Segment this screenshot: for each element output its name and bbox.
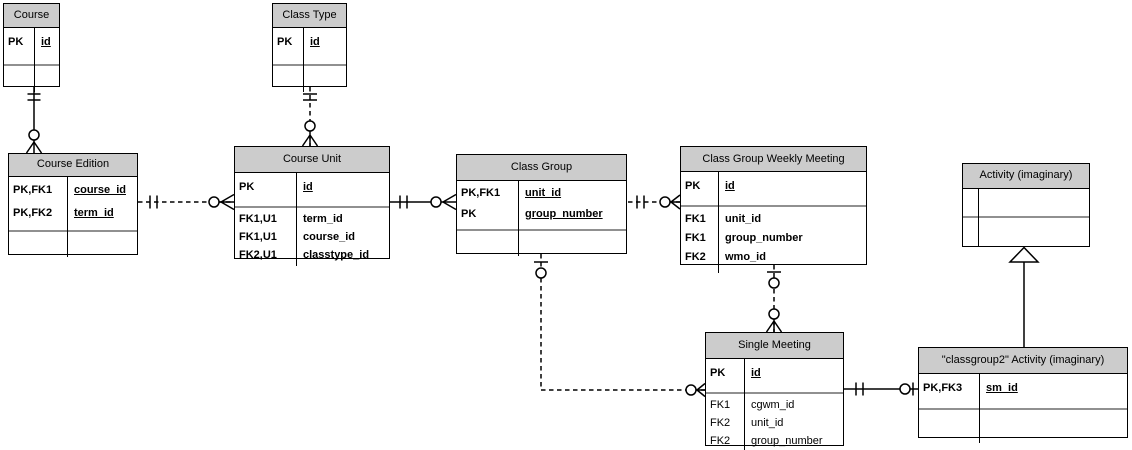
attr-section [4,66,59,92]
pk-section: PK,FK3 sm_id [919,374,1127,408]
field-row: FK1 cgwm_id [710,399,795,411]
section-separator [681,205,866,207]
entity-classgroup2-activity-imaginary: "classgroup2" Activity (imaginary) PK,FK… [918,347,1128,443]
relationship-course-unit-to-class-group [390,193,457,211]
section-separator [457,229,626,231]
pk-section: PK id [4,28,59,64]
field-row: FK2 group_number [710,435,823,447]
pk-section: PK id [681,172,866,205]
entity-class-group-title: Class Group [457,155,626,181]
section-separator [706,392,843,394]
section-separator [9,230,137,232]
field-row: PK,FK1 course_id [13,184,126,196]
pk-section: PK id [235,173,389,206]
entity-class-type: Class Type PK id [272,3,347,92]
attr-section [919,410,1127,443]
entity-course-edition-title: Course Edition [9,154,137,177]
section-separator [4,64,59,66]
field-row: FK1 unit_id [685,213,762,225]
field-row: FK2 unit_id [710,417,784,429]
entity-single-meeting-title: Single Meeting [706,333,843,359]
attr-section: FK1 cgwm_id FK2 unit_id FK2 group_number [706,394,843,450]
section-separator [963,216,1089,218]
relationship-class-type-to-course-unit [301,87,319,147]
attr-section [963,218,1089,247]
entity-class-group-weekly-meeting: Class Group Weekly Meeting PK id FK1 uni… [680,146,867,273]
entity-course-title: Course [4,4,59,28]
relationship-course-to-course-edition [25,87,43,154]
section-separator [919,408,1127,410]
field-row: FK1,U1 term_id [239,213,343,225]
field-row: PK group_number [461,208,603,220]
pk-section: PK id [706,359,843,392]
entity-course: Course PK id [3,3,60,92]
entity-class-group: Class Group PK,FK1 unit_id PK group_numb… [456,154,627,256]
field-row: PK,FK2 term_id [13,207,114,219]
entity-single-meeting: Single Meeting PK id FK1 cgwm_id FK2 uni… [705,332,844,450]
field-row: PK id [277,36,320,48]
field-row: FK2 wmo_id [685,251,766,263]
field-row: PK,FK1 unit_id [461,187,562,199]
relationship-class-group-to-single-meeting [534,254,706,398]
entity-activity-imaginary-title: Activity (imaginary) [963,164,1089,189]
pk-section: PK id [273,28,346,64]
pk-section: PK,FK1 course_id PK,FK2 term_id [9,177,137,230]
inheritance-classgroup2-to-activity [1008,246,1040,348]
pk-section [963,189,1089,216]
field-row: PK id [8,36,51,48]
relationship-class-group-to-weekly-meeting [628,194,681,210]
attr-section [273,66,346,92]
entity-course-unit: Course Unit PK id FK1,U1 term_id FK1,U1 … [234,146,390,266]
field-row: PK id [685,180,735,192]
section-separator [273,64,346,66]
relationship-course-edition-to-course-unit [138,193,235,211]
relationship-single-meeting-to-classgroup2 [844,382,918,396]
attr-section: FK1 unit_id FK1 group_number FK2 wmo_id [681,207,866,273]
entity-course-edition: Course Edition PK,FK1 course_id PK,FK2 t… [8,153,138,257]
attr-section [9,232,137,257]
section-separator [235,206,389,208]
entity-course-unit-title: Course Unit [235,147,389,173]
field-row: PK id [710,367,761,379]
entity-class-type-title: Class Type [273,4,346,28]
field-row: PK id [239,181,313,193]
attr-section [457,231,626,256]
field-row: FK1,U1 course_id [239,231,355,243]
entity-class-group-weekly-meeting-title: Class Group Weekly Meeting [681,147,866,172]
field-row: FK2,U1 classtype_id [239,249,370,261]
entity-activity-imaginary: Activity (imaginary) [962,163,1090,247]
attr-section: FK1,U1 term_id FK1,U1 course_id FK2,U1 c… [235,208,389,266]
field-row: PK,FK3 sm_id [923,382,1018,394]
field-row: FK1 group_number [685,232,803,244]
pk-section: PK,FK1 unit_id PK group_number [457,181,626,229]
relationship-weekly-meeting-to-single-meeting [765,265,783,333]
entity-classgroup2-activity-imaginary-title: "classgroup2" Activity (imaginary) [919,348,1127,374]
